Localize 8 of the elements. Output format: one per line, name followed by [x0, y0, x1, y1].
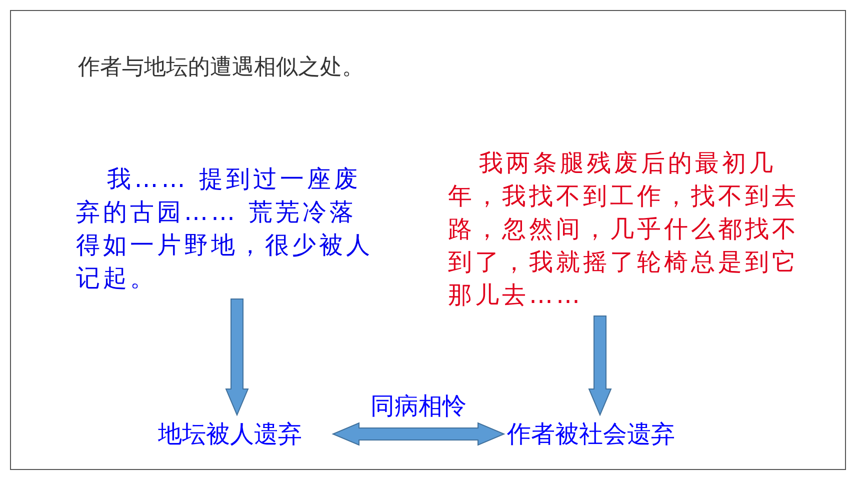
- quote-text: 我…… 提到过一座废弃的古园…… 荒芜冷落得如一片野地，很少被人记起。: [76, 164, 374, 294]
- node-label: 作者被社会遗弃: [507, 420, 675, 450]
- quote-text: 我两条腿残废后的最初几年，我找不到工作，找不到去路，忽然间，几乎什么都找不到了，我就摇了轮椅总是到它那儿去……: [448, 148, 800, 311]
- block-arrow: [588, 316, 612, 416]
- heading: 作者与地坛的遭遇相似之处。: [78, 54, 364, 82]
- block-arrow: [332, 422, 506, 446]
- node-label: 地坛被人遗弃: [158, 420, 302, 450]
- block-arrow: [225, 298, 249, 416]
